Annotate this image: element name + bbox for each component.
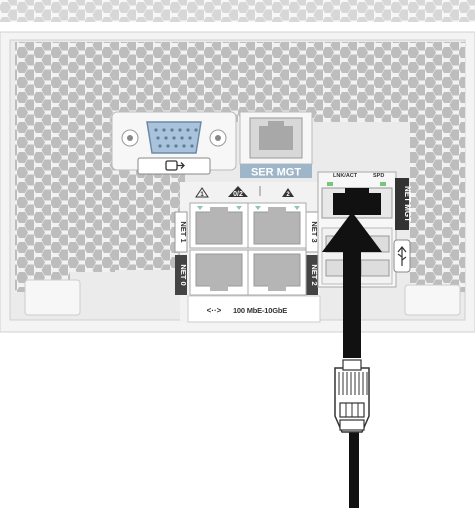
vent-mid-left	[70, 122, 115, 272]
vent-right	[410, 42, 465, 292]
vent-top	[70, 42, 410, 122]
left-latch	[24, 279, 81, 316]
net1-label: NET 1	[179, 221, 188, 242]
net0-port[interactable]	[189, 249, 249, 296]
vga-display-icon	[165, 160, 185, 171]
usb-icon	[393, 239, 411, 273]
right-latch	[404, 284, 461, 316]
spd-label: SPD	[373, 173, 384, 179]
net3-port[interactable]	[247, 202, 307, 249]
speed-arrow-glyph: <··>	[207, 306, 222, 315]
vent-left	[15, 42, 70, 292]
net-mgt-port[interactable]	[321, 187, 393, 219]
net3-label: NET 3	[310, 221, 319, 242]
svg-text:2: 2	[286, 192, 290, 198]
svg-text:0/2: 0/2	[233, 191, 243, 198]
ser-mgt-port[interactable]	[239, 111, 313, 165]
rj45-cable-icon	[334, 359, 370, 508]
speed-label: 100 MbE-10GbE	[233, 306, 287, 315]
net1-port[interactable]	[189, 202, 249, 249]
tri-label-1: 1	[195, 187, 209, 198]
top-vent	[0, 0, 475, 22]
ser-mgt-label-bg	[240, 164, 312, 178]
ser-mgt-label: SER MGT	[251, 167, 301, 179]
net2-label: NET 2	[310, 264, 319, 285]
tri-label-02: 0/2	[228, 186, 248, 198]
lnk-led	[327, 182, 333, 186]
spd-led	[380, 182, 386, 186]
down-arrow-icon	[322, 212, 382, 358]
vent-lower-left	[115, 170, 185, 270]
svg-text:1: 1	[200, 192, 204, 198]
net-mgt-label: NET MGT	[403, 186, 412, 222]
net0-label: NET 0	[179, 264, 188, 285]
net2-port[interactable]	[247, 249, 307, 296]
lnk-act-label: LNK/ACT	[333, 173, 358, 179]
tri-label-2: 2	[282, 188, 294, 198]
vga-port[interactable]	[111, 111, 237, 175]
